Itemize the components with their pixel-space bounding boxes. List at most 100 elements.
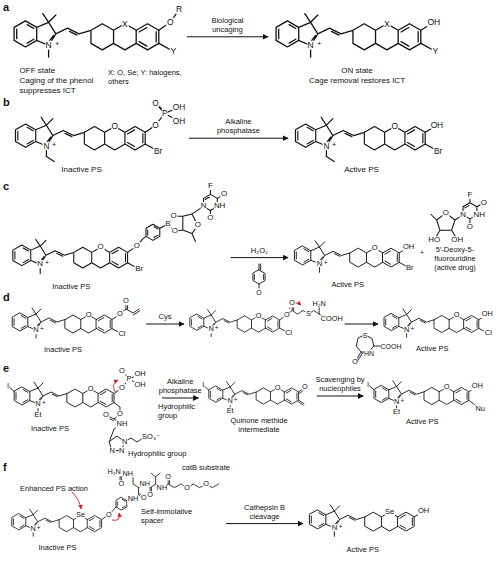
- molecule-drawing: [295, 117, 438, 161]
- molecule-structure: N+OOHBrActive PS: [290, 235, 418, 290]
- atom-label: O: [256, 289, 261, 296]
- molecule-drawing: [276, 14, 435, 58]
- structure-caption: Inactive PS: [47, 165, 117, 175]
- structure-caption: Active PS: [313, 280, 383, 289]
- atom-label: O: [152, 99, 159, 107]
- molecule-structure: N+SeOHActive PS: [305, 499, 433, 555]
- atom-label: OH: [417, 507, 429, 515]
- atom-label: COOH: [381, 343, 402, 350]
- atom-label: O: [442, 209, 449, 217]
- arrow-label: Cathepsin B cleavage: [230, 503, 300, 521]
- atom-label: SO₃⁻: [142, 433, 161, 441]
- atom-label: S: [305, 310, 311, 317]
- atom-label: O: [167, 18, 175, 27]
- atom-label: O: [147, 491, 154, 498]
- atom-label: I: [202, 382, 205, 389]
- reaction-arrow: [317, 395, 363, 396]
- atom-label: O: [203, 480, 210, 487]
- reaction-arrow: [162, 398, 199, 399]
- molecule-structure: IN+EtOOPOOHOHOONHNNNSO₃⁻Inactive PS: [5, 366, 160, 456]
- reaction-arrow: [345, 323, 378, 324]
- structure-caption: Inactive PS: [20, 424, 80, 433]
- atom-label: Cl: [118, 330, 126, 338]
- structure-caption: Active PS: [397, 344, 467, 353]
- atom-label: O: [352, 358, 357, 365]
- atom-label: O: [133, 242, 140, 250]
- atom-label: OH: [172, 117, 185, 125]
- charge-sign: +: [42, 400, 46, 407]
- charge-sign: +: [400, 398, 404, 404]
- annotation: Enhanced PS action: [20, 484, 100, 493]
- structure-caption: ON state: [302, 66, 412, 76]
- molecule-drawing: [8, 371, 151, 451]
- atom-label: I: [6, 382, 9, 390]
- atom-label: HN: [364, 350, 374, 357]
- atom-label: B: [165, 220, 171, 228]
- charge-sign: +: [40, 326, 44, 333]
- atom-label: OH: [134, 381, 146, 389]
- structure-caption: Active PS: [387, 417, 457, 426]
- atom-label: N: [331, 524, 337, 532]
- panel-letter: a: [3, 1, 9, 14]
- atom-label: N: [121, 438, 127, 446]
- atom-label: N: [33, 326, 39, 334]
- molecule-drawing: [12, 472, 219, 536]
- charge-sign: +: [45, 260, 49, 267]
- atom-label: H₂N: [312, 301, 326, 308]
- atom-label: O: [289, 300, 296, 307]
- reaction-arrow: [187, 36, 268, 37]
- atom-label: N: [43, 142, 50, 150]
- atom-label: O: [443, 384, 450, 391]
- molecule-drawing: [15, 103, 179, 161]
- annotation: catB substrate: [182, 463, 242, 472]
- charge-sign: +: [339, 524, 343, 531]
- atom-label: OH: [172, 103, 185, 111]
- atom-label: O: [207, 215, 214, 223]
- atom-label: O: [117, 410, 124, 418]
- atom-label: NH: [213, 202, 225, 210]
- charge-sign: +: [317, 40, 321, 48]
- structure-caption: Inactive PS: [28, 345, 98, 354]
- atom-label: OH: [430, 121, 443, 129]
- atom-label: HO: [428, 236, 441, 244]
- atom-label: O: [283, 311, 290, 318]
- atom-label: N: [307, 41, 314, 50]
- structure-caption: Inactive PS: [36, 282, 106, 291]
- atom-label: Et: [34, 411, 42, 419]
- atom-label: N: [30, 525, 36, 532]
- atom-label: N: [37, 261, 44, 269]
- atom-label: Et: [226, 408, 234, 415]
- atom-label: NH: [127, 496, 139, 503]
- atom-label: N: [227, 398, 233, 405]
- atom-label: O: [152, 121, 159, 129]
- atom-label: N: [45, 41, 52, 50]
- panel-letter: d: [3, 291, 10, 304]
- reaction-arrow: [146, 324, 184, 325]
- atom-label: N: [460, 211, 467, 219]
- atom-label: O: [255, 312, 262, 319]
- molecule-drawing: [368, 381, 480, 410]
- charge-sign: +: [324, 260, 328, 267]
- atom-label: Et: [393, 408, 401, 415]
- structure-caption: Inactive PS: [23, 543, 93, 552]
- atom-label: O: [97, 243, 104, 251]
- atom-label: +: [420, 249, 424, 256]
- thiazepanone-byproduct: [356, 335, 382, 361]
- charge-sign: +: [234, 397, 238, 403]
- atom-label: NH: [122, 470, 134, 477]
- molecule-drawing: [294, 241, 409, 273]
- annotation: Hydrophilic group: [128, 449, 203, 458]
- atom-label: P: [161, 109, 168, 117]
- panel-letter: e: [3, 362, 9, 375]
- atom-label: NH: [473, 211, 485, 219]
- atom-label: S: [363, 332, 368, 339]
- atom-label: O: [194, 221, 201, 229]
- atom-label: OH: [451, 236, 464, 244]
- atom-label: R: [175, 5, 182, 14]
- reaction-arrow: [226, 523, 303, 524]
- molecule-drawing: [203, 382, 306, 409]
- atom-label: NH: [139, 480, 151, 487]
- molecule-drawing: [14, 9, 179, 57]
- molecule-structure: N+OOHBrActive PS: [290, 110, 449, 177]
- panel-letter: b: [3, 96, 10, 109]
